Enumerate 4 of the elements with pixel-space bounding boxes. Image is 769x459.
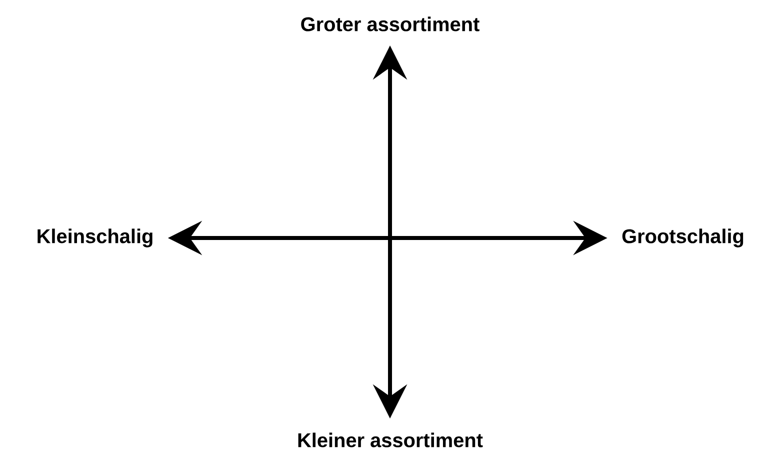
axis-label: Kleiner assortiment (298, 432, 483, 448)
axis-label: Groter assortiment (301, 16, 480, 32)
axis-label: Kleinschalig (38, 228, 152, 248)
axis-label: Grootschalig (622, 228, 744, 248)
